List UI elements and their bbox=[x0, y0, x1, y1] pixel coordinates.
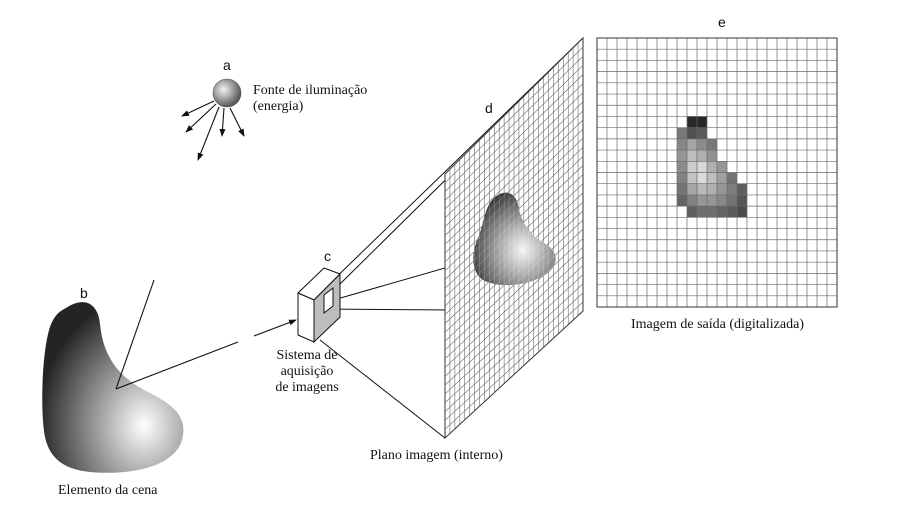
scene-element-shape bbox=[42, 302, 184, 473]
digital-pixel bbox=[687, 150, 697, 162]
plane-grid-line bbox=[445, 256, 583, 386]
digital-pixel bbox=[687, 127, 697, 139]
acquisition-label-line1: Sistema de bbox=[276, 348, 338, 363]
label-letter-a: a bbox=[223, 57, 231, 73]
reflected-ray bbox=[115, 279, 297, 390]
blob-grid-line bbox=[473, 192, 556, 286]
plane-grid-line bbox=[445, 301, 583, 430]
label-letter-b: b bbox=[80, 285, 88, 301]
plane-grid-line bbox=[445, 274, 583, 404]
plane-grid-line bbox=[445, 292, 583, 421]
digital-pixel bbox=[707, 206, 717, 218]
illumination-source-label: Fonte de iluminação (energia) bbox=[253, 83, 367, 115]
plane-grid-line bbox=[445, 237, 583, 368]
digital-pixel bbox=[707, 172, 717, 184]
digital-pixel bbox=[677, 150, 687, 162]
digital-pixel bbox=[697, 150, 707, 162]
blob-grid-line bbox=[473, 192, 556, 286]
digital-pixel bbox=[727, 194, 737, 207]
digital-pixel bbox=[677, 183, 687, 195]
digital-pixel bbox=[707, 138, 717, 151]
illumination-source bbox=[181, 78, 245, 161]
digital-pixel bbox=[697, 172, 707, 184]
digital-pixel bbox=[717, 206, 727, 218]
digital-pixel bbox=[687, 161, 697, 173]
digital-pixel bbox=[687, 206, 697, 218]
digital-pixel bbox=[687, 116, 697, 128]
digital-pixel bbox=[717, 183, 727, 195]
digital-pixel bbox=[677, 138, 687, 151]
digital-pixel bbox=[717, 194, 727, 207]
digital-pixel bbox=[737, 206, 747, 218]
blob-grid-line bbox=[473, 210, 556, 286]
digital-pixel bbox=[737, 194, 747, 207]
plane-grid-line bbox=[445, 283, 583, 412]
label-letter-e: e bbox=[718, 14, 726, 30]
digital-pixel bbox=[707, 161, 717, 173]
digital-pixel bbox=[697, 206, 707, 218]
digital-pixel bbox=[727, 206, 737, 218]
blob-grid-line bbox=[473, 201, 556, 286]
digital-pixel bbox=[707, 194, 717, 207]
digital-pixel bbox=[697, 116, 707, 128]
digital-pixel bbox=[727, 183, 737, 195]
digital-pixel bbox=[687, 138, 697, 151]
light-rays bbox=[181, 100, 245, 161]
plane-grid-line bbox=[445, 219, 583, 351]
blob-grid-line bbox=[473, 192, 556, 280]
image-plane-label: Plano imagem (interno) bbox=[370, 448, 503, 463]
digital-pixel bbox=[697, 138, 707, 151]
digital-pixel bbox=[717, 161, 727, 173]
light-source-sphere bbox=[212, 78, 242, 108]
digital-pixel bbox=[717, 172, 727, 184]
digital-pixel bbox=[727, 172, 737, 184]
digital-pixel bbox=[677, 194, 687, 207]
digital-pixel bbox=[677, 161, 687, 173]
plane-grid-line bbox=[445, 55, 583, 192]
illumination-label-line2: (energia) bbox=[253, 99, 304, 114]
digital-pixel bbox=[687, 183, 697, 195]
acquisition-label-line3: de imagens bbox=[275, 380, 339, 395]
plane-grid-line bbox=[445, 101, 583, 236]
illumination-label-line1: Fonte de iluminação bbox=[253, 83, 368, 98]
plane-grid-line bbox=[445, 110, 583, 245]
digital-pixel bbox=[697, 194, 707, 207]
blob-grid-line bbox=[473, 192, 556, 286]
plane-grid-line bbox=[445, 265, 583, 395]
label-letter-c: c bbox=[324, 248, 331, 264]
blob-grid-line bbox=[473, 192, 556, 286]
digital-output-image bbox=[596, 37, 838, 308]
scene-element-label: Elemento da cena bbox=[58, 483, 158, 498]
plane-grid-line bbox=[445, 74, 583, 210]
plane-grid-line bbox=[445, 92, 583, 228]
digital-pixel bbox=[677, 172, 687, 184]
plane-grid-line bbox=[445, 65, 583, 201]
plane-grid-line bbox=[445, 128, 583, 263]
image-plane bbox=[444, 36, 584, 440]
blob-grid-line bbox=[473, 192, 556, 286]
acquisition-system-box bbox=[297, 267, 341, 344]
digital-pixel bbox=[697, 183, 707, 195]
label-letter-d: d bbox=[485, 100, 493, 116]
digital-pixel bbox=[687, 172, 697, 184]
output-image-label: Imagem de saída (digitalizada) bbox=[631, 317, 804, 332]
plane-grid-line bbox=[445, 119, 583, 254]
blob-grid-line bbox=[473, 192, 556, 271]
plane-grid-line bbox=[445, 46, 583, 184]
plane-grid-line bbox=[445, 228, 583, 360]
digital-pixel bbox=[687, 194, 697, 207]
digital-pixel bbox=[707, 150, 717, 162]
digital-pixel bbox=[697, 161, 707, 173]
plane-grid-line bbox=[445, 247, 583, 377]
acquisition-system-label: Sistema de aquisição de imagens bbox=[262, 348, 352, 396]
digital-pixel bbox=[677, 127, 687, 139]
digital-pixel bbox=[707, 183, 717, 195]
digital-pixel bbox=[737, 183, 747, 195]
acquisition-label-line2: aquisição bbox=[280, 364, 334, 379]
digital-pixel bbox=[697, 127, 707, 139]
plane-grid-line bbox=[445, 83, 583, 219]
